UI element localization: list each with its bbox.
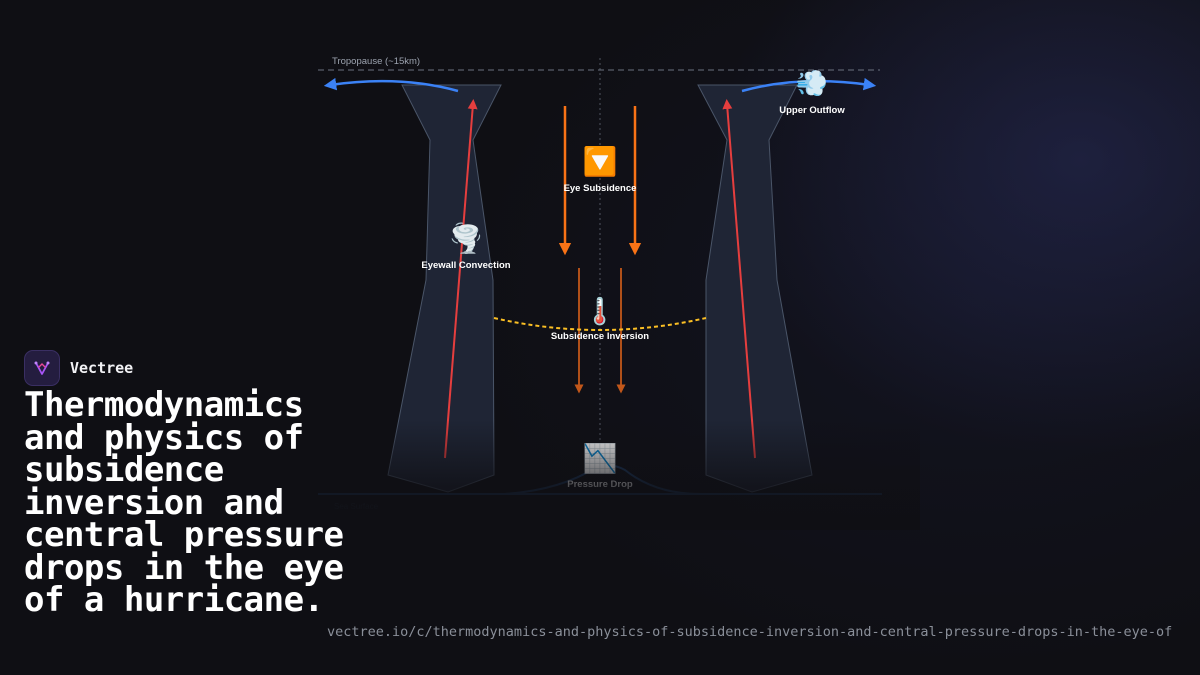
left-eyewall [387, 84, 502, 493]
page-title: Thermodynamics and physics of subsidence… [24, 385, 344, 620]
left-updraft-arrow [444, 99, 478, 459]
tornado-icon: 🌪️ [449, 221, 484, 255]
page-url[interactable]: vectree.io/c/thermodynamics-and-physics-… [327, 624, 1173, 640]
vectree-logo-icon [24, 350, 60, 386]
right-outflow-arrow [741, 77, 877, 93]
brand: Vectree [24, 350, 133, 386]
right-eyewall [697, 84, 813, 493]
down-arrow-icon: 🔽 [583, 145, 618, 178]
inversion-layer-curve [493, 317, 707, 331]
brand-name: Vectree [70, 359, 134, 377]
wind-icon: 💨 [796, 68, 828, 98]
eyewall-convection-label: Eyewall Convection [421, 260, 510, 271]
left-outflow-arrow [323, 77, 459, 93]
chart-decreasing-icon: 📉 [583, 442, 618, 475]
tropopause-label: Tropopause (~15km) [332, 56, 420, 67]
pressure-drop-label: Pressure Drop [567, 479, 633, 490]
eye-subsidence-label: Eye Subsidence [564, 183, 637, 194]
right-updraft-arrow [722, 99, 756, 459]
thermometer-icon: 🌡️ [584, 296, 616, 326]
subsidence-inversion-label: Subsidence Inversion [551, 331, 649, 342]
upper-outflow-label: Upper Outflow [779, 105, 845, 116]
